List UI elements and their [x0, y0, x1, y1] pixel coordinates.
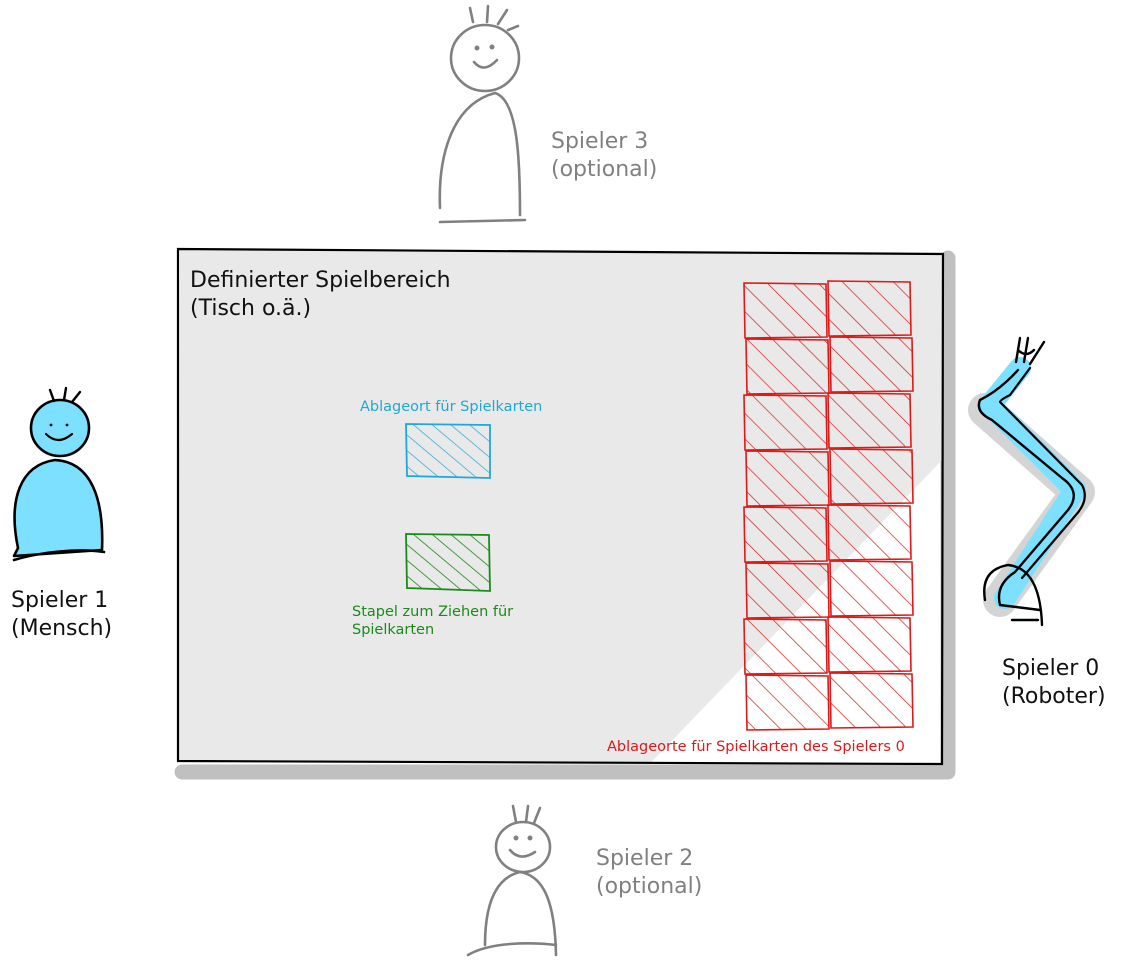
table-title-line1: Definierter Spielbereich [190, 268, 451, 293]
robot-arm-icon [968, 336, 1095, 627]
scribble-stroke [178, 250, 381, 764]
scribble-stroke [219, 250, 765, 764]
player0-card-slot [827, 616, 912, 673]
player3-name: Spieler 3 [551, 129, 649, 154]
person-icon [12, 386, 106, 562]
player0-card-slot [743, 618, 828, 675]
player1-label: Spieler 1 (Mensch) [11, 587, 112, 642]
table-title: Definierter Spielbereich (Tisch o.ä.) [190, 267, 451, 322]
player3-role: (optional) [551, 156, 658, 182]
player1-role: (Mensch) [11, 615, 113, 641]
scribble-stroke [178, 250, 605, 764]
player0-card-slot [745, 674, 830, 731]
player0-slot-grid [743, 280, 914, 731]
player0-card-slot [827, 280, 912, 337]
player2-name: Spieler 2 [596, 846, 694, 871]
scribble-stroke [251, 250, 797, 764]
table-shadow [174, 250, 956, 780]
scribble-stroke [283, 250, 829, 764]
player3-figure [438, 4, 527, 224]
scribble-stroke [178, 250, 573, 764]
player0-role: (Roboter) [1002, 683, 1106, 709]
scribble-stroke [178, 250, 285, 764]
person-icon [438, 4, 527, 224]
table-outline [176, 247, 945, 766]
player1-name: Spieler 1 [11, 588, 109, 613]
table-fill [178, 250, 943, 764]
draw-pile [405, 533, 491, 592]
scribble-stroke [178, 250, 509, 764]
player0-card-slot [829, 336, 914, 393]
player2-role: (optional) [596, 873, 703, 899]
scribble-stroke [178, 250, 445, 764]
player0-label: Spieler 0 (Roboter) [1002, 655, 1106, 710]
player0-card-slot [829, 672, 914, 729]
scribble-stroke [178, 250, 349, 764]
scribble-stroke [178, 250, 541, 764]
player0-card-slot [745, 562, 830, 619]
scribble-stroke [187, 250, 733, 764]
player2-label: Spieler 2 (optional) [596, 845, 702, 900]
person-icon [466, 804, 558, 957]
player0-figure [968, 336, 1095, 627]
player0-card-slot [745, 450, 830, 507]
player0-card-slot [827, 504, 912, 561]
player0-name: Spieler 0 [1002, 656, 1100, 681]
scribble-stroke [178, 250, 477, 764]
player0-slots-label: Ablageorte für Spielkarten des Spielers … [607, 739, 905, 755]
table-title-line2: (Tisch o.ä.) [190, 295, 312, 321]
player3-label: Spieler 3 (optional) [551, 128, 657, 183]
player0-card-slot [743, 394, 828, 451]
player2-figure [466, 804, 558, 957]
player0-card-slot [827, 392, 912, 449]
player0-card-slot [829, 448, 914, 505]
player0-card-slot [745, 338, 830, 395]
draw-pile-label-line1: Stapel zum Ziehen für [352, 604, 514, 620]
scribble-stroke [178, 250, 317, 764]
scribble-stroke [178, 250, 637, 764]
discard-area [405, 423, 491, 479]
discard-area-label: Ablageort für Spielkarten [360, 399, 543, 415]
player0-card-slot [743, 506, 828, 563]
draw-pile-label-line2: Spielkarten [352, 622, 435, 639]
player0-card-slot [829, 560, 914, 617]
scribble-stroke [178, 250, 669, 764]
player1-figure [12, 386, 106, 562]
draw-pile-label: Stapel zum Ziehen für Spielkarten [352, 603, 513, 639]
scribble-stroke [178, 250, 701, 764]
player0-card-slot [743, 282, 828, 339]
scribble-stroke [178, 250, 413, 764]
